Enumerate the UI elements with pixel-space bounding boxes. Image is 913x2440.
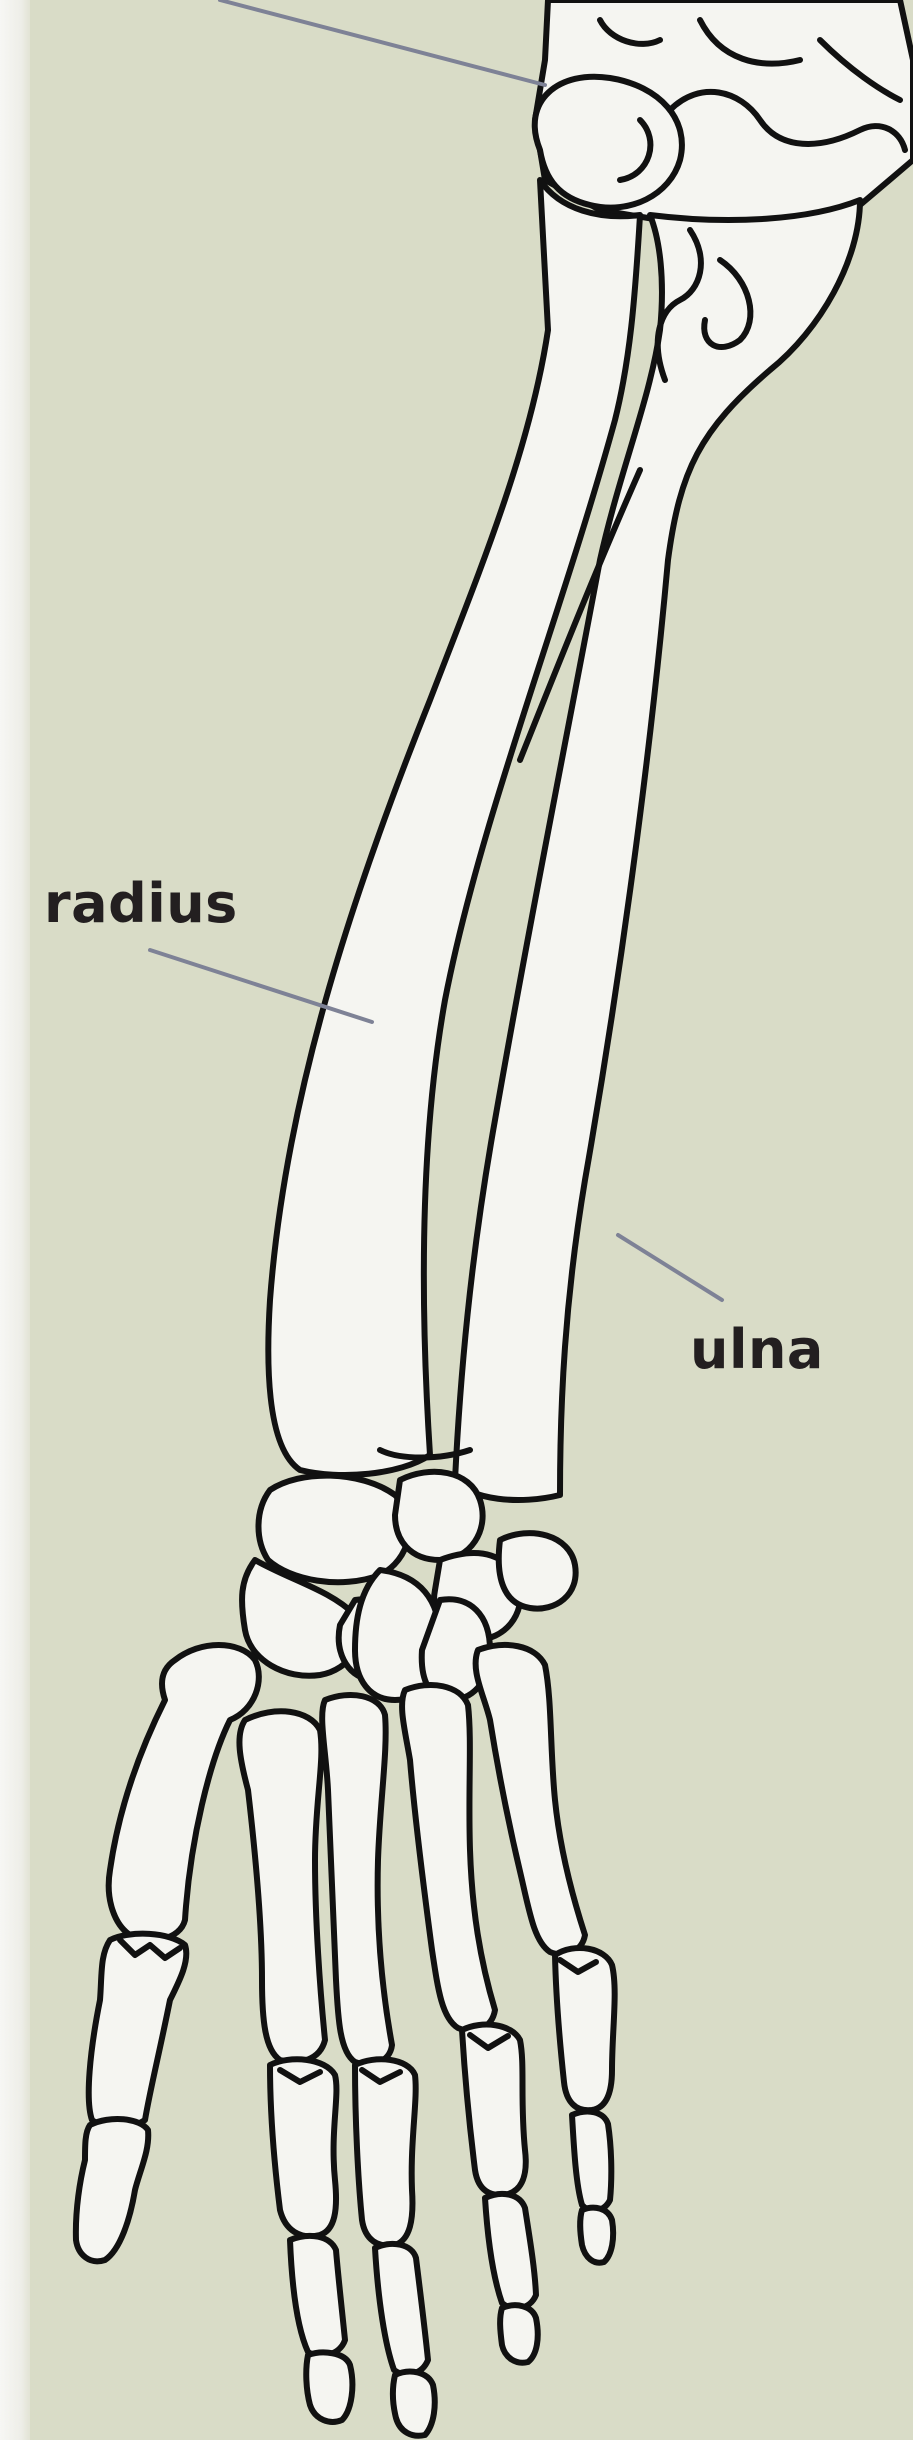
carpal-pisiform	[499, 1533, 576, 1608]
ring-distal-phalanx	[500, 2305, 538, 2362]
top-leader-line	[220, 0, 545, 85]
little-metacarpal	[476, 1645, 585, 1954]
middle-middle-phalanx	[375, 2244, 428, 2374]
label-ulna: ulna	[690, 1318, 824, 1381]
ulna-leader-line	[618, 1235, 722, 1300]
middle-metacarpal	[322, 1695, 392, 2064]
ulna-bone	[455, 200, 860, 1500]
thumb-distal-phalanx	[76, 2119, 148, 2261]
carpal-scaphoid	[258, 1476, 409, 1583]
carpal-lunate	[395, 1472, 483, 1560]
index-metacarpal	[239, 1711, 325, 2062]
index-proximal-phalanx	[270, 2059, 336, 2236]
thumb-proximal-phalanx	[89, 1934, 187, 2128]
little-proximal-phalanx	[555, 1948, 615, 2110]
middle-proximal-phalanx	[355, 2059, 416, 2245]
elbow-condyle	[535, 77, 682, 208]
middle-distal-phalanx	[393, 2372, 435, 2436]
index-distal-phalanx	[306, 2352, 352, 2421]
little-distal-phalanx	[580, 2208, 613, 2263]
label-radius: radius	[44, 872, 238, 935]
thumb-metacarpal	[109, 1645, 259, 1940]
little-middle-phalanx	[572, 2112, 611, 2211]
ring-metacarpal	[402, 1685, 495, 2031]
ring-proximal-phalanx	[462, 2025, 526, 2195]
index-middle-phalanx	[290, 2236, 345, 2356]
ring-middle-phalanx	[485, 2194, 536, 2308]
